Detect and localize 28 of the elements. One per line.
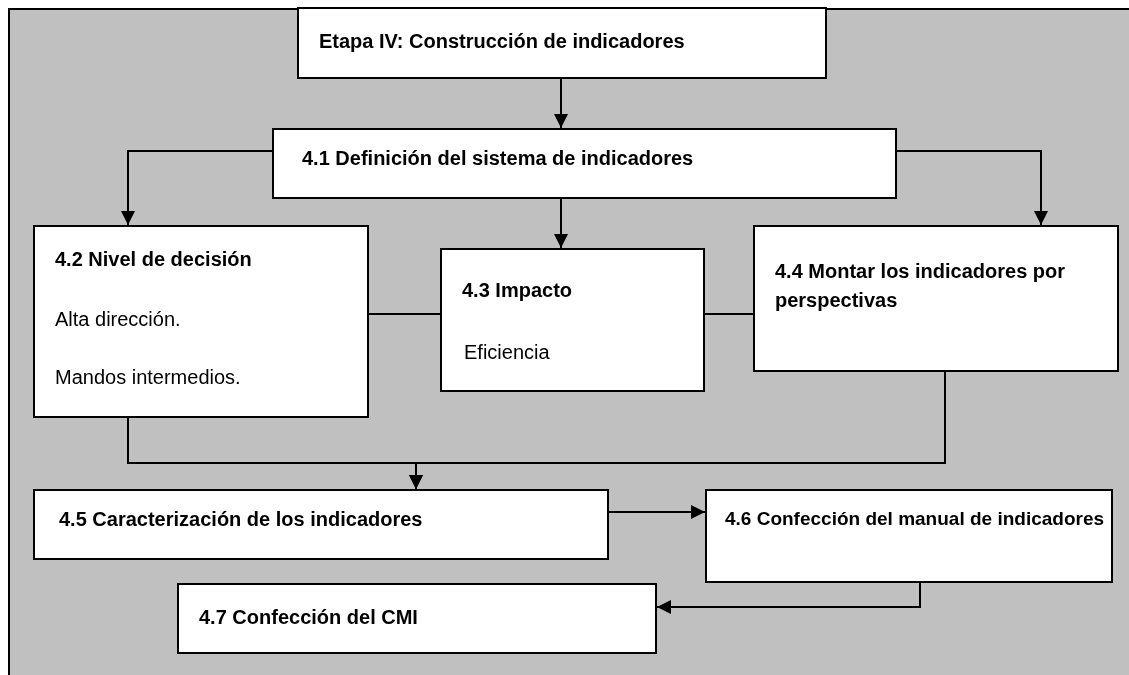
process-box xyxy=(272,128,897,199)
arrow xyxy=(554,198,568,249)
process-box xyxy=(297,7,827,79)
step-title: 4.5 Caracterización de los indicadores xyxy=(59,507,423,532)
step-title: 4.6 Confección del manual de indicadores xyxy=(725,507,1106,531)
process-box xyxy=(440,248,705,392)
step-title: 4.2 Nivel de decisión xyxy=(55,247,252,272)
process-box xyxy=(753,225,1119,372)
step-title: 4.1 Definición del sistema de indicadores xyxy=(302,146,694,171)
step-title: Etapa IV: Construcción de indicadores xyxy=(319,29,685,54)
step-title: 4.7 Confección del CMI xyxy=(199,605,418,630)
arrow xyxy=(896,150,1048,226)
step-item: Eficiencia xyxy=(464,340,550,365)
step-item: Mandos intermedios. xyxy=(55,365,241,390)
step-title: 4.4 Montar los indicadores por perspectivas xyxy=(775,259,1067,313)
step-item: Alta dirección. xyxy=(55,307,181,332)
process-box xyxy=(177,583,657,654)
arrow xyxy=(656,582,921,614)
arrow xyxy=(121,150,273,226)
process-box xyxy=(33,225,369,418)
arrow xyxy=(554,78,568,129)
process-box xyxy=(705,489,1113,583)
arrow xyxy=(608,505,706,519)
connector-line xyxy=(704,313,754,315)
step-title: 4.3 Impacto xyxy=(462,278,573,303)
arrow xyxy=(409,371,946,490)
process-box xyxy=(33,489,609,560)
connector-line xyxy=(368,313,441,315)
